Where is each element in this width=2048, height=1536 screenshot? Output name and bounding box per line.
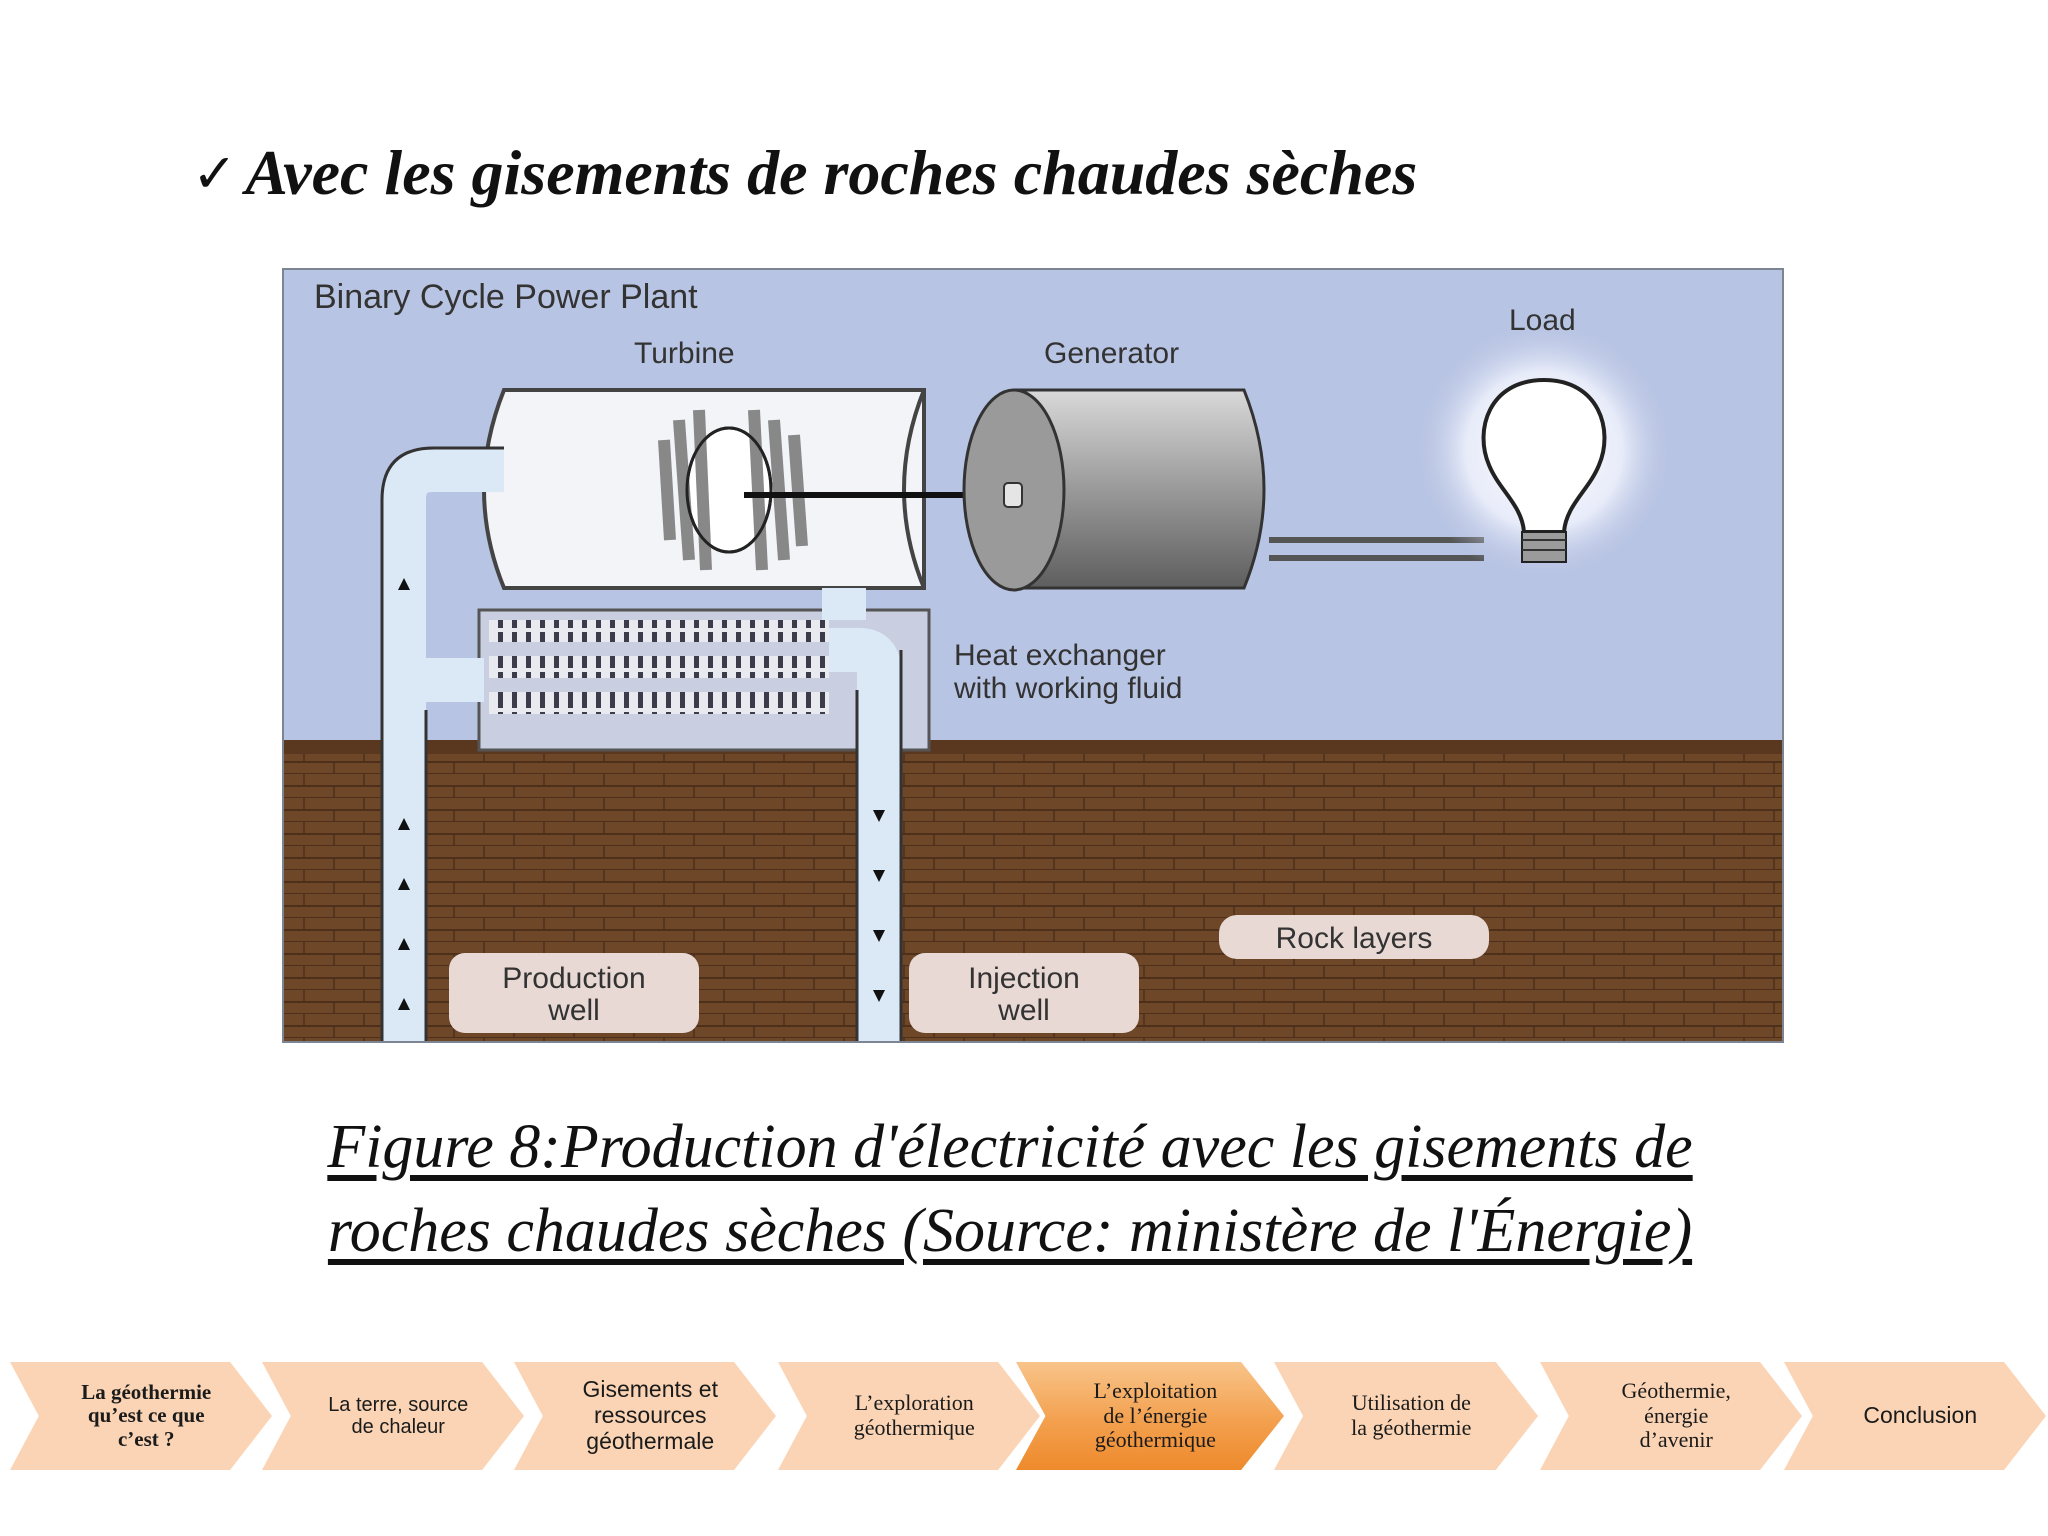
heat-exchanger-label-1: Heat exchanger	[954, 639, 1166, 672]
nav-step-line: ressources	[593, 1402, 707, 1429]
nav-step-line: Gisements et	[582, 1376, 718, 1403]
nav-step-exploitation[interactable]: L’exploitation de l’énergie géothermique	[1016, 1362, 1284, 1470]
nav-step-line: géothermique	[1094, 1427, 1216, 1453]
production-well-label-2: well	[547, 994, 600, 1027]
injection-well-label-2: well	[997, 994, 1050, 1027]
diagram-canvas: Binary Cycle Power Plant Turbine Generat…	[284, 278, 1782, 1041]
generator	[962, 388, 1266, 592]
binary-cycle-diagram: Binary Cycle Power Plant Turbine Generat…	[282, 268, 1784, 1043]
nav-step-line: géothermale	[586, 1427, 715, 1454]
load-label: Load	[1509, 304, 1576, 337]
nav-step-line: L’exploration	[854, 1390, 974, 1416]
injection-well-label-1: Injection	[968, 962, 1080, 995]
nav-step-line: Utilisation de	[1351, 1390, 1471, 1416]
turbine-label: Turbine	[634, 337, 735, 370]
nav-step-line: énergie	[1644, 1402, 1709, 1428]
nav-step-line: géothermique	[853, 1415, 975, 1440]
nav-step-line: L’exploitation	[1093, 1378, 1218, 1404]
nav-step-geothermie-avenir[interactable]: Géothermie, énergie d’avenir	[1540, 1362, 1802, 1470]
nav-step-line: Géothermie,	[1621, 1378, 1731, 1404]
caption-line-2: roches chaudes sèches (Source: ministère…	[327, 1197, 1693, 1265]
flow-arrows	[398, 578, 885, 1010]
nav-step-line: Conclusion	[1863, 1402, 1978, 1429]
turbine-rotor	[658, 409, 808, 571]
nav-step-line: d’avenir	[1639, 1427, 1713, 1453]
production-well-label-1: Production	[502, 962, 645, 995]
nav-step-line: de chaleur	[351, 1416, 445, 1438]
nav-step-line: La géothermie	[81, 1379, 212, 1404]
section-navigation: La géothermie qu’est ce que c’est ? La t…	[0, 1362, 2048, 1480]
slide-heading: ✓ Avec les gisements de roches chaudes s…	[192, 128, 1417, 218]
injection-well-tag: Injection well	[909, 953, 1139, 1033]
production-pipe	[382, 448, 504, 1041]
nav-step-line: qu’est ce que	[87, 1403, 205, 1428]
production-well-tag: Production well	[449, 953, 699, 1033]
nav-step-gisements[interactable]: Gisements et ressources géothermale	[514, 1362, 776, 1470]
nav-step-line: de l’énergie	[1103, 1402, 1208, 1428]
checkmark-icon: ✓	[192, 141, 238, 205]
nav-step-exploration[interactable]: L’exploration géothermique	[778, 1362, 1040, 1470]
rock-layers-tag: Rock layers	[1219, 915, 1489, 959]
heading-text: Avec les gisements de roches chaudes sèc…	[245, 137, 1418, 208]
nav-step-conclusion[interactable]: Conclusion	[1784, 1362, 2046, 1470]
injection-pipe	[822, 588, 901, 1041]
heat-exchanger-label-2: with working fluid	[953, 672, 1182, 705]
generator-label: Generator	[1044, 337, 1179, 370]
nav-step-utilisation[interactable]: Utilisation de la géothermie	[1274, 1362, 1538, 1470]
nav-step-line: La terre, source	[328, 1393, 469, 1416]
caption-line-1: Figure 8:Production d'électricité avec l…	[327, 1113, 1693, 1181]
lightbulb-icon	[1414, 320, 1674, 580]
nav-step-line: c’est ?	[117, 1426, 175, 1451]
diagram-title: Binary Cycle Power Plant	[314, 278, 698, 316]
nav-step-line: la géothermie	[1351, 1415, 1472, 1440]
power-cable	[1269, 537, 1484, 561]
figure-caption: Figure 8:Production d'électricité avec l…	[250, 1105, 1770, 1273]
nav-step-la-terre[interactable]: La terre, source de chaleur	[262, 1362, 524, 1470]
nav-step-la-geothermie[interactable]: La géothermie qu’est ce que c’est ?	[10, 1362, 272, 1470]
rock-layers-label: Rock layers	[1276, 922, 1433, 955]
